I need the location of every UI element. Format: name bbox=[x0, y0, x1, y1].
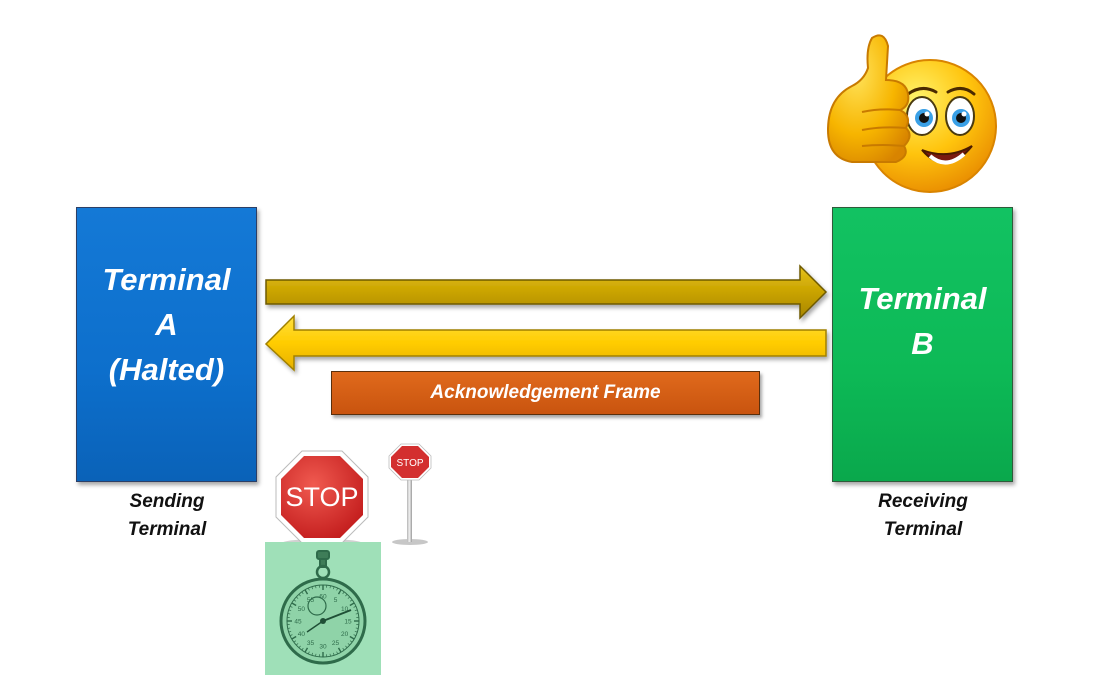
stopwatch-dial-number: 10 bbox=[341, 606, 349, 613]
stop-sign-large-label: STOP bbox=[285, 482, 358, 512]
stopwatch-tick bbox=[355, 627, 359, 629]
stopwatch-tick bbox=[342, 591, 345, 595]
terminal-b-line-2: B bbox=[911, 326, 934, 361]
stopwatch-tick bbox=[311, 586, 313, 590]
stopwatch-tick bbox=[345, 594, 348, 597]
stopwatch-tick bbox=[337, 647, 342, 653]
stopwatch-tick bbox=[296, 643, 299, 646]
stopwatch-tick bbox=[296, 596, 299, 599]
stopwatch-tick bbox=[349, 602, 355, 607]
terminal-a-caption-line-1: Sending bbox=[129, 491, 205, 512]
stopwatch-tick bbox=[287, 613, 291, 615]
stopwatch-tick bbox=[353, 606, 357, 608]
stop-sign-large-icon: STOP bbox=[275, 450, 369, 547]
stopwatch-tick bbox=[342, 647, 345, 651]
terminal-a-line-2: A bbox=[155, 307, 178, 342]
stopwatch-tick bbox=[345, 645, 348, 648]
stopwatch-dial-number: 45 bbox=[294, 619, 302, 626]
stopwatch-tick bbox=[355, 613, 359, 615]
backward-arrow bbox=[264, 314, 827, 372]
stopwatch-tick bbox=[287, 627, 291, 629]
stop-sign-small-icon: STOP bbox=[388, 443, 432, 545]
stopwatch-tick bbox=[353, 634, 357, 636]
stopwatch-tick bbox=[329, 653, 331, 657]
terminal-b-caption: Receiving Terminal bbox=[852, 488, 994, 544]
stopwatch-tick bbox=[315, 585, 317, 589]
stopwatch-tick bbox=[293, 640, 297, 643]
stopwatch-tick bbox=[308, 651, 310, 655]
stopwatch-tick bbox=[333, 652, 335, 656]
stopwatch-tick bbox=[301, 647, 304, 651]
stopwatch-tick bbox=[288, 609, 292, 611]
acknowledgement-frame-label: Acknowledgement Frame bbox=[430, 382, 661, 403]
stopwatch-tick bbox=[347, 596, 350, 599]
stopwatch-tick bbox=[304, 647, 309, 653]
stopwatch-tick bbox=[289, 634, 293, 636]
stopwatch-dial-number: 20 bbox=[341, 631, 349, 638]
terminal-b-caption-line-1: Receiving bbox=[878, 491, 968, 512]
stopwatch-tick bbox=[329, 585, 331, 589]
terminal-a-caption: Sending Terminal bbox=[96, 488, 238, 544]
stopwatch-dial-number: 35 bbox=[307, 640, 315, 647]
stopwatch-tick bbox=[347, 643, 350, 646]
stopwatch-dial-number: 15 bbox=[344, 619, 352, 626]
stopwatch-tick bbox=[291, 635, 297, 640]
thumbs-up-smiley-icon bbox=[826, 34, 997, 193]
terminal-a-box: Terminal A (Halted) bbox=[76, 207, 257, 482]
stopwatch-tick bbox=[349, 640, 353, 643]
terminal-a-line-1: Terminal bbox=[102, 262, 231, 297]
stopwatch-tick bbox=[336, 651, 338, 655]
forward-arrow bbox=[265, 264, 828, 320]
terminal-a-caption-line-2: Terminal bbox=[127, 519, 207, 540]
stopwatch-tick bbox=[311, 652, 313, 656]
arrows-diagram bbox=[264, 264, 828, 372]
stopwatch-tick bbox=[308, 587, 310, 591]
stopwatch-dial-number: 55 bbox=[307, 597, 315, 604]
stopwatch-tick bbox=[315, 653, 317, 657]
stopwatch-tick bbox=[288, 631, 292, 633]
stopwatch-dial-number: 60 bbox=[319, 594, 327, 601]
stopwatch-tick bbox=[298, 594, 301, 597]
stopwatch-tick bbox=[354, 631, 358, 633]
stopwatch-dial-number: 40 bbox=[298, 631, 306, 638]
stopwatch-tick bbox=[333, 586, 335, 590]
stop-sign-small-label: STOP bbox=[396, 458, 423, 469]
stopwatch-tick bbox=[304, 589, 309, 595]
stopwatch-tick bbox=[354, 609, 358, 611]
stopwatch-tick bbox=[301, 591, 304, 595]
stopwatch-dial-number: 50 bbox=[298, 606, 306, 613]
stopwatch-dial-number: 30 bbox=[319, 644, 327, 651]
stopwatch-tick bbox=[289, 606, 293, 608]
acknowledgement-frame: Acknowledgement Frame bbox=[331, 371, 760, 415]
stopwatch-dial-number: 25 bbox=[332, 640, 340, 647]
stopwatch-tick bbox=[349, 635, 355, 640]
stopwatch-tick bbox=[291, 602, 297, 607]
terminal-b-box: Terminal B bbox=[832, 207, 1013, 482]
stopwatch-tick bbox=[337, 589, 342, 595]
stopwatch-tick bbox=[293, 599, 297, 602]
terminal-b-caption-line-2: Terminal bbox=[883, 519, 963, 540]
stopwatch-tick bbox=[298, 645, 301, 648]
terminal-a-line-3: (Halted) bbox=[108, 352, 225, 387]
terminal-b-line-1: Terminal bbox=[858, 281, 987, 316]
stopwatch-dial-number: 5 bbox=[334, 597, 338, 604]
stopwatch-tick bbox=[336, 587, 338, 591]
stopwatch-tick bbox=[349, 599, 353, 602]
